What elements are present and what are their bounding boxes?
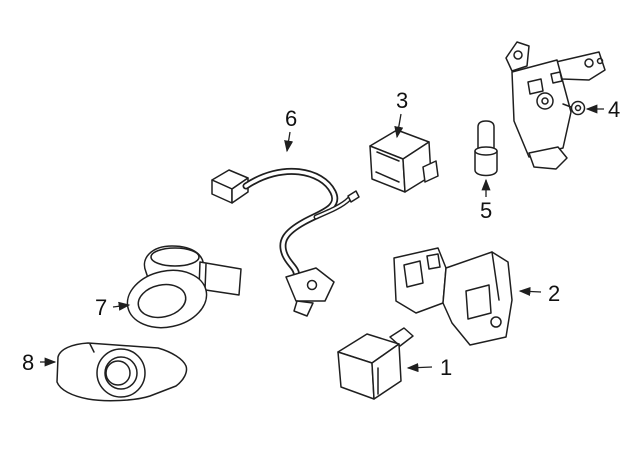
part-park-assist-sensor bbox=[126, 245, 242, 329]
part-bracket-assembly bbox=[505, 41, 606, 170]
callout-5-label: 5 bbox=[480, 198, 492, 223]
callout-3-label: 3 bbox=[396, 88, 408, 113]
harness-cable-highlight bbox=[244, 169, 337, 280]
bolt-collar bbox=[474, 146, 498, 156]
bracket-hole bbox=[513, 50, 523, 60]
bracket2-hole bbox=[490, 316, 502, 328]
side-grommet-outer bbox=[570, 100, 586, 116]
bolt-body bbox=[474, 150, 498, 177]
bracket2-window bbox=[465, 284, 492, 320]
callout-2-arrow bbox=[518, 286, 542, 297]
module-connector-tab bbox=[422, 160, 439, 183]
unit-side-face bbox=[371, 343, 402, 400]
callout-3[interactable]: 3 bbox=[394, 88, 408, 139]
callout-7[interactable]: 7 bbox=[95, 295, 131, 320]
bolt-shaft bbox=[477, 120, 495, 152]
callout-4[interactable]: 4 bbox=[585, 97, 620, 122]
branch-terminal bbox=[347, 190, 360, 203]
callout-1-label: 1 bbox=[440, 355, 452, 380]
bracket2-right-plate bbox=[442, 251, 513, 346]
bezel-detail-line bbox=[89, 343, 95, 353]
flange-hole bbox=[584, 58, 594, 68]
harness-bracket-hole bbox=[306, 279, 318, 291]
flange-hole-small bbox=[596, 57, 604, 65]
callouts-layer: 1 2 3 4 5 6 7 8 bbox=[22, 88, 620, 380]
side-grommet-inner bbox=[574, 104, 582, 112]
callout-7-arrow bbox=[112, 301, 131, 311]
callout-6[interactable]: 6 bbox=[284, 106, 297, 153]
part-sensor-module bbox=[369, 129, 439, 193]
module-detail-line bbox=[375, 171, 400, 183]
part-sensor-bezel bbox=[56, 342, 188, 402]
plate-grommet-inner bbox=[541, 97, 549, 105]
callout-1-arrow bbox=[406, 363, 433, 373]
callout-6-arrow bbox=[284, 131, 294, 153]
bracket2-slot-small bbox=[426, 253, 441, 270]
part-wiring-harness bbox=[211, 167, 360, 317]
bracket2-bend-line bbox=[491, 251, 500, 301]
callout-1[interactable]: 1 bbox=[406, 355, 452, 380]
plate-slot-small bbox=[550, 71, 563, 84]
bezel-sensor-outer bbox=[96, 348, 146, 398]
plate-slot bbox=[527, 78, 544, 95]
callout-3-arrow bbox=[394, 113, 404, 139]
callout-8[interactable]: 8 bbox=[22, 350, 57, 375]
bezel-sensor-ring bbox=[104, 356, 138, 390]
bracket-right-flange bbox=[555, 51, 606, 81]
part-sensor-unit bbox=[337, 327, 414, 400]
harness-branch-highlight bbox=[314, 197, 351, 219]
callout-8-label: 8 bbox=[22, 350, 34, 375]
harness-bracket-flap bbox=[293, 300, 314, 317]
grommet-arm bbox=[562, 103, 572, 108]
callout-2[interactable]: 2 bbox=[518, 281, 560, 306]
sensor-body-cap bbox=[150, 247, 200, 267]
sensor-ring-inner bbox=[137, 283, 187, 319]
callout-5[interactable]: 5 bbox=[480, 178, 492, 223]
harness-bracket bbox=[285, 267, 335, 302]
module-detail-line bbox=[376, 151, 400, 162]
part-bolt bbox=[474, 120, 498, 177]
callout-4-label: 4 bbox=[608, 97, 620, 122]
plate-grommet-outer bbox=[536, 92, 554, 110]
callout-2-label: 2 bbox=[548, 281, 560, 306]
callout-6-label: 6 bbox=[285, 106, 297, 131]
bracket2-slot bbox=[403, 260, 424, 288]
part-mounting-bracket bbox=[393, 247, 513, 346]
bezel-sensor-inner bbox=[105, 360, 131, 386]
callout-7-label: 7 bbox=[95, 295, 107, 320]
bracket-top-tab bbox=[505, 41, 530, 72]
bracket-bottom-hook bbox=[528, 146, 568, 170]
